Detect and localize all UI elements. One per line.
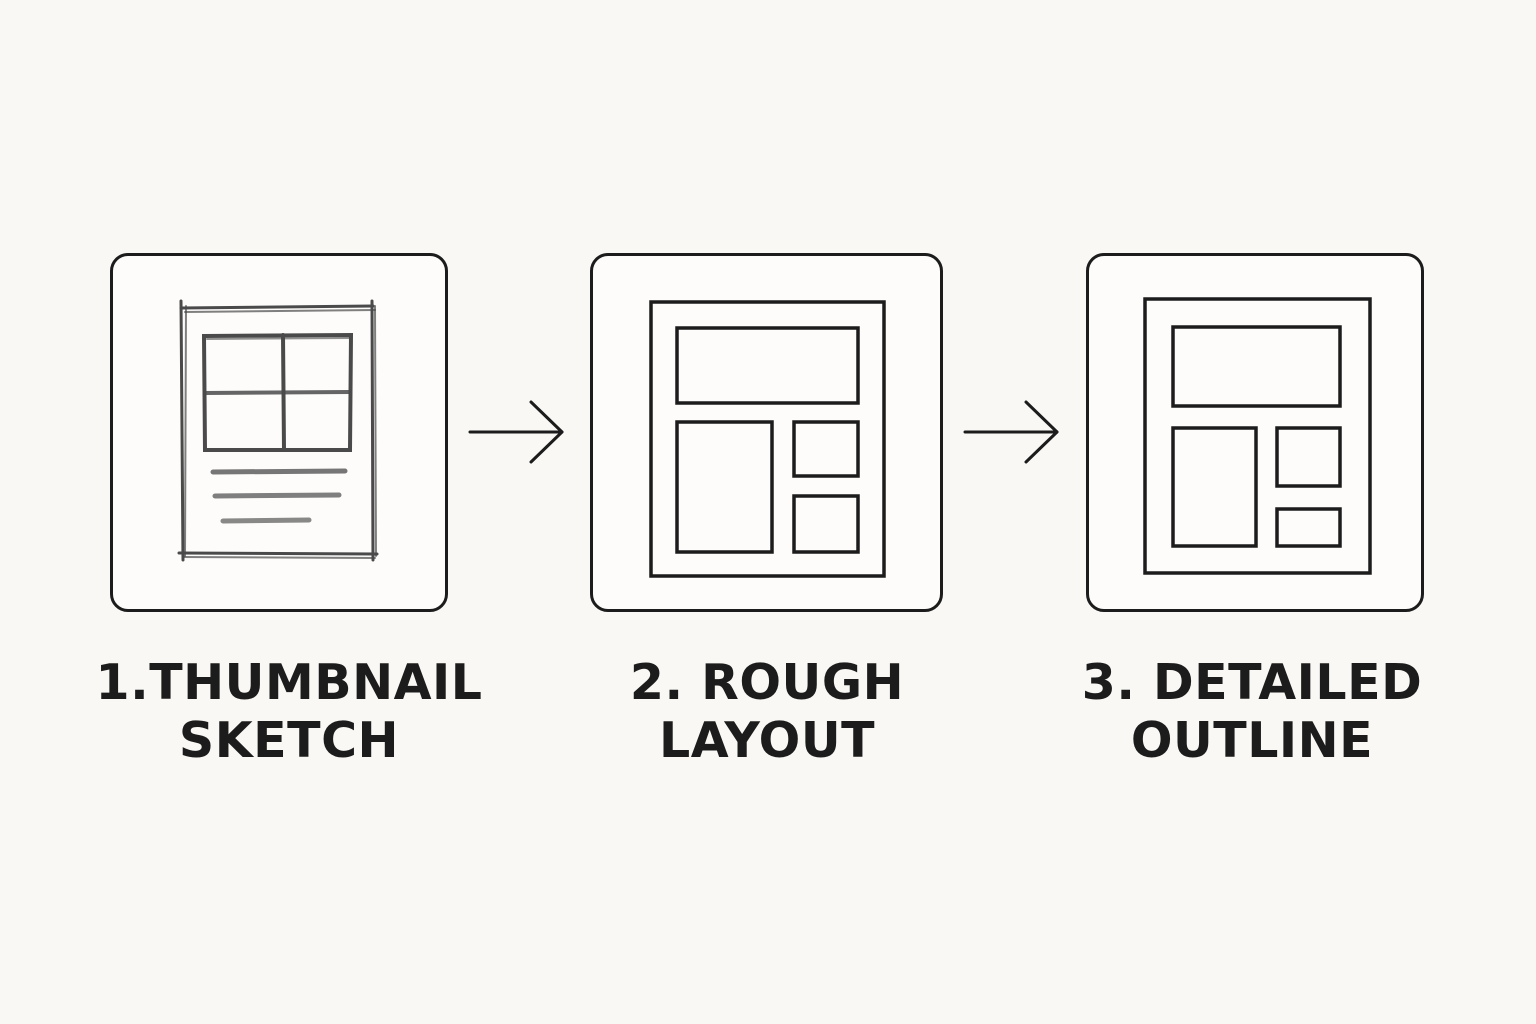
right-arrow-icon xyxy=(963,400,1059,464)
step-3-label-line2: OUTLINE xyxy=(1130,712,1374,769)
step-3-label-line1: 3. DETAILED xyxy=(1081,654,1423,711)
step-2-label-line2: LAYOUT xyxy=(658,712,876,769)
step-1-label-line1: 1.THUMBNAIL xyxy=(95,654,483,711)
detailed-outline-icon xyxy=(1143,297,1372,575)
step-1-card xyxy=(110,253,448,612)
step-2-card xyxy=(590,253,943,612)
step-3-card xyxy=(1086,253,1424,612)
step-2-label-line1: 2. ROUGH xyxy=(629,654,905,711)
step-2-label: 2. ROUGH LAYOUT xyxy=(567,654,967,770)
right-arrow-icon xyxy=(468,400,564,464)
pencil-sketch-layout-icon xyxy=(177,299,379,562)
step-1-label: 1.THUMBNAIL SKETCH xyxy=(89,654,489,770)
step-1-label-line2: SKETCH xyxy=(178,712,400,769)
step-3-label: 3. DETAILED OUTLINE xyxy=(1052,654,1452,770)
rough-layout-icon xyxy=(649,300,886,578)
